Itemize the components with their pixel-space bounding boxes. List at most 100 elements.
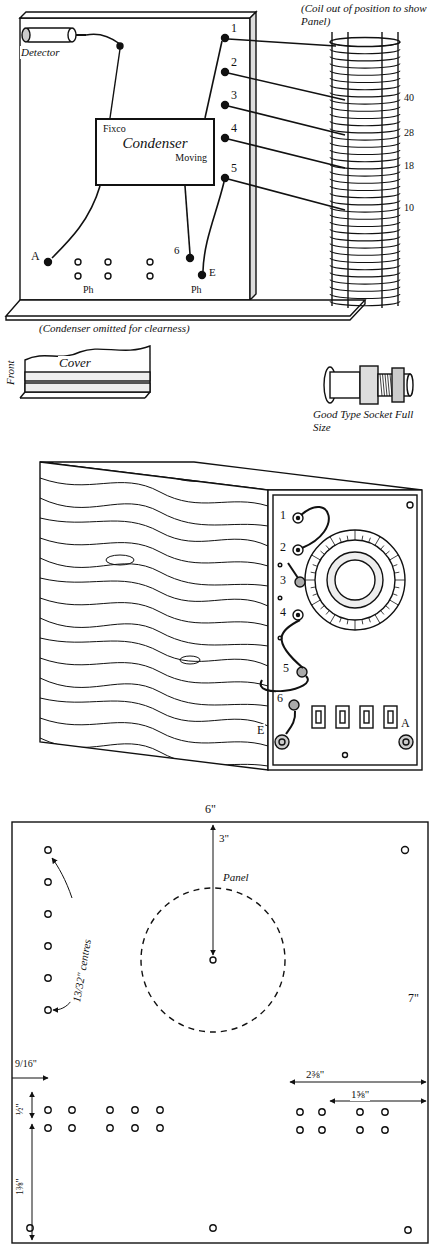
- tuning-dial-part: [321, 551, 325, 554]
- coil-part: [330, 229, 400, 234]
- panel-drawing-part: [330, 1101, 426, 1102]
- flex-leads-part: [282, 620, 303, 668]
- front-sockets-part: [279, 739, 285, 745]
- front-sockets-part: [316, 711, 321, 723]
- panel-drawing-part: [382, 1109, 388, 1115]
- tuning-dial-part: [393, 594, 398, 596]
- coil-part: [330, 208, 400, 213]
- front-sockets-part: [293, 610, 303, 620]
- coil-part: [330, 100, 400, 105]
- base-board: [6, 300, 365, 320]
- panel-drawing-part: [319, 1109, 325, 1115]
- tuning-dial-part: [335, 560, 375, 600]
- panel-board-part: [250, 12, 256, 300]
- tuning-dial-part: [311, 572, 316, 574]
- panel-drawing-part: [45, 911, 51, 917]
- detector: [22, 28, 123, 118]
- front-sockets-part: [297, 549, 300, 552]
- coil-part: [330, 172, 400, 177]
- panel-terminals-part: [105, 259, 111, 265]
- cabinet: [40, 458, 422, 770]
- condenser-box: FixcoCondenserMoving: [95, 118, 215, 186]
- front-sockets: [275, 513, 413, 758]
- front-sockets-part: [399, 735, 413, 749]
- tap-number: 40: [403, 92, 415, 104]
- part-name: Detector: [20, 46, 60, 59]
- coil-part: [330, 64, 400, 69]
- tap-number: 18: [403, 160, 415, 172]
- part-name: Cover: [58, 356, 92, 371]
- coil-part: [330, 258, 400, 263]
- cabinet-part-part: [40, 698, 268, 726]
- coil-part: [330, 143, 400, 148]
- coil-part: [330, 157, 400, 162]
- cover-piece-part: [25, 372, 150, 381]
- panel-drawing-part: [12, 1078, 48, 1079]
- socket-part: [407, 374, 413, 396]
- socket-part: [392, 368, 404, 402]
- terminal-number: 1: [279, 509, 287, 523]
- panel-drawing-part: [402, 847, 409, 854]
- flex-leads-part: [288, 563, 298, 578]
- panel-terminals-part: [45, 259, 52, 266]
- tuning-dial-part: [381, 546, 384, 550]
- tuning-dial-part: [313, 565, 318, 567]
- tuning-dial-part: [305, 580, 315, 581]
- tuning-dial-part: [355, 530, 356, 540]
- panel-drawing-part: [319, 1127, 325, 1133]
- coil-part: [330, 251, 400, 256]
- dimension: ½": [14, 1102, 26, 1116]
- tap-number: 28: [403, 127, 415, 139]
- cabinet-part-part: [40, 518, 268, 546]
- flex-leads-part: [301, 507, 329, 548]
- panel-drawing-part: [157, 1107, 163, 1113]
- front-sockets-part: [340, 711, 345, 723]
- dimension: 1⅜": [14, 1177, 26, 1196]
- panel-drawing-part: [405, 1227, 411, 1233]
- panel-drawing-part: [45, 1007, 51, 1013]
- panel-wiring-part: [185, 186, 190, 254]
- terminal-letter: Ph: [190, 284, 203, 296]
- coil-part: [330, 200, 400, 205]
- detector-part: [26, 28, 72, 42]
- cabinet-part-part: [40, 478, 268, 506]
- cabinet-part: [40, 458, 268, 766]
- coil-part: [330, 222, 400, 227]
- panel-drawing-part: [290, 1082, 426, 1083]
- coil-part: [330, 107, 400, 112]
- coil-part: [330, 244, 400, 249]
- cover-piece-part: [20, 392, 25, 398]
- panel-drawing-part: [45, 975, 51, 981]
- tuning-dial-part: [326, 611, 329, 615]
- terminal-number: 6: [276, 692, 284, 706]
- panel-wiring-part: [203, 182, 224, 271]
- terminal-letter: Ph: [82, 284, 95, 296]
- panel-terminals-part: [222, 102, 229, 109]
- terminal-letter: E: [208, 266, 217, 279]
- cabinet-part: [273, 495, 417, 765]
- terminal-number: 6: [173, 244, 181, 257]
- socket-part: [383, 374, 385, 396]
- socket: [324, 366, 413, 404]
- coil-part: [347, 32, 348, 308]
- tuning-dial-part: [395, 580, 405, 581]
- tuning-dial: [305, 530, 405, 630]
- panel-terminals-part: [222, 175, 229, 182]
- panel-wiring-part: [228, 106, 345, 135]
- front-sockets-part: [278, 563, 282, 567]
- coil-part: [330, 114, 400, 119]
- panel-drawing-part: [69, 1107, 75, 1113]
- terminal-number: 4: [279, 606, 287, 620]
- socket-part: [388, 374, 390, 396]
- coil-part: [330, 272, 400, 277]
- tuning-dial-part: [393, 565, 398, 567]
- coil-part: [397, 32, 398, 306]
- tuning-dial-part: [390, 600, 399, 605]
- terminal-number: 2: [279, 541, 287, 555]
- panel-terminals: [45, 35, 229, 280]
- coil-part: [330, 56, 400, 61]
- front-sockets-part: [297, 667, 307, 677]
- panel-wiring-part: [228, 139, 345, 168]
- coil-part: [330, 236, 400, 241]
